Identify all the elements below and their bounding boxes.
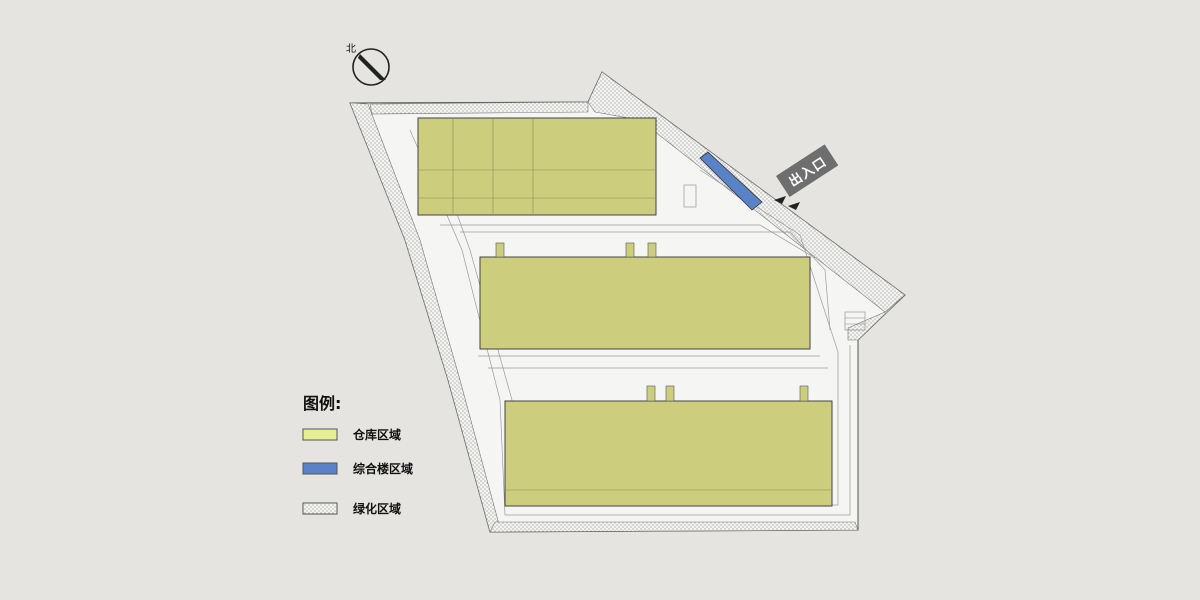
legend-swatches	[302, 428, 338, 515]
legend-title: 图例:	[303, 394, 342, 413]
legend-label-green: 绿化区域	[353, 501, 402, 516]
legend-label-office: 综合楼区域	[353, 461, 414, 476]
green-strip-south	[489, 521, 859, 533]
green-strip-north	[369, 101, 589, 115]
parking-area	[683, 184, 866, 331]
green-strip-east	[847, 294, 906, 341]
office-building	[699, 151, 763, 211]
exit-arrows-icon	[774, 196, 800, 210]
north-label: 北	[346, 44, 356, 55]
legend-item-warehouse: 仓库区域	[353, 427, 402, 442]
warehouse-1	[417, 117, 657, 216]
north-compass-icon	[352, 48, 390, 86]
legend-item-green: 绿化区域	[353, 501, 402, 516]
warehouse-3	[504, 385, 833, 507]
legend-item-office: 综合楼区域	[353, 461, 414, 476]
legend-label-warehouse: 仓库区域	[353, 427, 402, 442]
warehouse-2	[479, 242, 811, 350]
